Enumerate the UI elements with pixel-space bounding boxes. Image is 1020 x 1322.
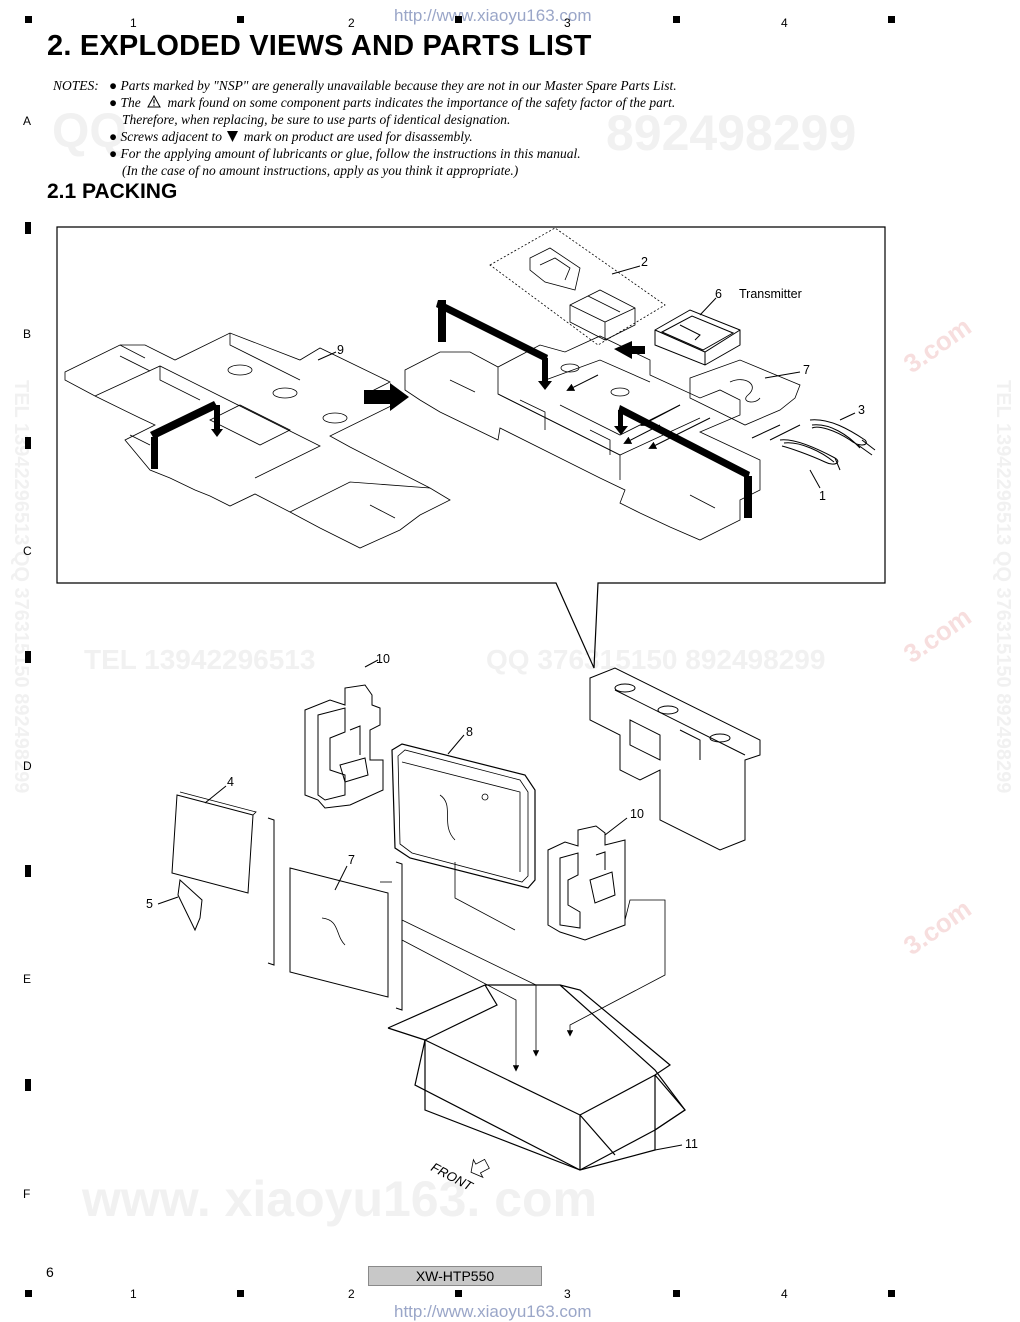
label-part-1: 1: [819, 489, 826, 503]
column-number: 1: [130, 16, 137, 30]
column-number: 3: [564, 16, 571, 30]
label-part-4: 4: [227, 775, 234, 789]
part-5-card: [177, 878, 203, 932]
registration-mark: [25, 16, 32, 23]
part-11-outer-carton: [387, 984, 686, 1171]
label-part-7-bottom: 7: [348, 853, 355, 867]
registration-mark: [888, 1290, 895, 1297]
column-number: 4: [781, 16, 788, 30]
label-part-9: 9: [337, 343, 344, 357]
note-item: ● The mark found on some component parts…: [109, 94, 676, 110]
folded-carton-tape: [436, 300, 752, 518]
label-part-5: 5: [146, 897, 153, 911]
folded-carton: [404, 335, 761, 541]
front-arrow-icon: [470, 1158, 490, 1179]
label-part-6: 6: [715, 287, 722, 301]
footer-url[interactable]: http://www.xiaoyu163.com: [394, 1302, 592, 1321]
step-arrow: [364, 383, 409, 411]
registration-mark: [237, 16, 244, 23]
note-item: ● Screws adjacent to mark on product are…: [109, 129, 473, 144]
part-3-cable: [809, 419, 876, 456]
detail-frame: [56, 226, 886, 669]
label-transmitter: Transmitter: [739, 287, 802, 301]
part-2-battery-pack: [489, 227, 666, 346]
part-8-main-unit: [391, 743, 536, 889]
note-item: (In the case of no amount instructions, …: [122, 163, 519, 178]
row-letter: A: [23, 114, 32, 128]
part-10-end-cap-right: [547, 825, 626, 941]
leader-10a: [364, 659, 379, 668]
row-letter: C: [23, 544, 32, 558]
header-url[interactable]: http://www.xiaoyu163.com: [394, 6, 592, 25]
page-title: 2. EXPLODED VIEWS AND PARTS LIST: [47, 30, 592, 62]
watermark-tel: TEL 13942296513: [84, 644, 316, 675]
column-number: 2: [348, 16, 355, 30]
row-letter: B: [23, 327, 32, 341]
watermark-qq-line: QQ 376315150 892498299: [486, 644, 826, 675]
watermark-qq: QQ: [52, 105, 127, 158]
part-1-cable: [779, 439, 841, 471]
warning-triangle-icon: [147, 94, 161, 108]
registration-mark: [888, 16, 895, 23]
label-part-8: 8: [466, 725, 473, 739]
registration-mark: [237, 1290, 244, 1297]
note-item: ● Parts marked by "NSP" are generally un…: [109, 78, 677, 93]
part-7-bag: [689, 359, 801, 426]
note-item: ● For the applying amount of lubricants …: [109, 146, 581, 161]
insert-arrows: [566, 374, 711, 449]
watermark-number: 892498299: [606, 105, 857, 161]
carton-sleeve: [589, 667, 761, 851]
part-9-tape: [150, 401, 223, 469]
column-number: 4: [781, 1287, 788, 1301]
column-number: 2: [348, 1287, 355, 1301]
part-9-flat-carton: [64, 332, 451, 549]
part-6-transmitter: [654, 309, 741, 366]
label-part-10-left: 10: [376, 652, 390, 666]
model-badge: XW-HTP550: [368, 1266, 542, 1286]
part-4-manual: [171, 791, 257, 894]
registration-mark: [455, 16, 462, 23]
row-letter: D: [23, 759, 32, 773]
row-letter: F: [23, 1187, 31, 1201]
registration-mark: [25, 222, 31, 234]
notes-list: ● Parts marked by "NSP" are generally un…: [109, 77, 677, 179]
registration-mark: [25, 1290, 32, 1297]
label-part-10-right: 10: [630, 807, 644, 821]
registration-mark: [455, 1290, 462, 1297]
label-part-7-top: 7: [803, 363, 810, 377]
label-front: FRONT: [429, 1159, 477, 1194]
label-part-11: 11: [685, 1137, 698, 1151]
registration-mark: [673, 16, 680, 23]
registration-mark: [25, 651, 31, 663]
row-letter: E: [23, 972, 32, 986]
label-part-3: 3: [858, 403, 865, 417]
notes-label: NOTES:: [53, 78, 99, 93]
registration-mark: [25, 1079, 31, 1091]
column-number: 3: [564, 1287, 571, 1301]
registration-mark: [25, 865, 31, 877]
note-item: Therefore, when replacing, be sure to us…: [122, 112, 511, 127]
section-title: 2.1 PACKING: [47, 180, 178, 203]
part-7-bag-lower: [289, 867, 389, 998]
down-triangle-icon: [227, 131, 239, 142]
column-number: 1: [130, 1287, 137, 1301]
label-part-2: 2: [641, 255, 648, 269]
notes-block: NOTES:: [53, 77, 99, 94]
registration-mark: [25, 437, 31, 449]
registration-mark: [673, 1290, 680, 1297]
page-number: 6: [46, 1264, 54, 1280]
watermark-site: www. xiaoyu163. com: [82, 1171, 598, 1227]
part-10-end-cap-left: [304, 684, 384, 809]
